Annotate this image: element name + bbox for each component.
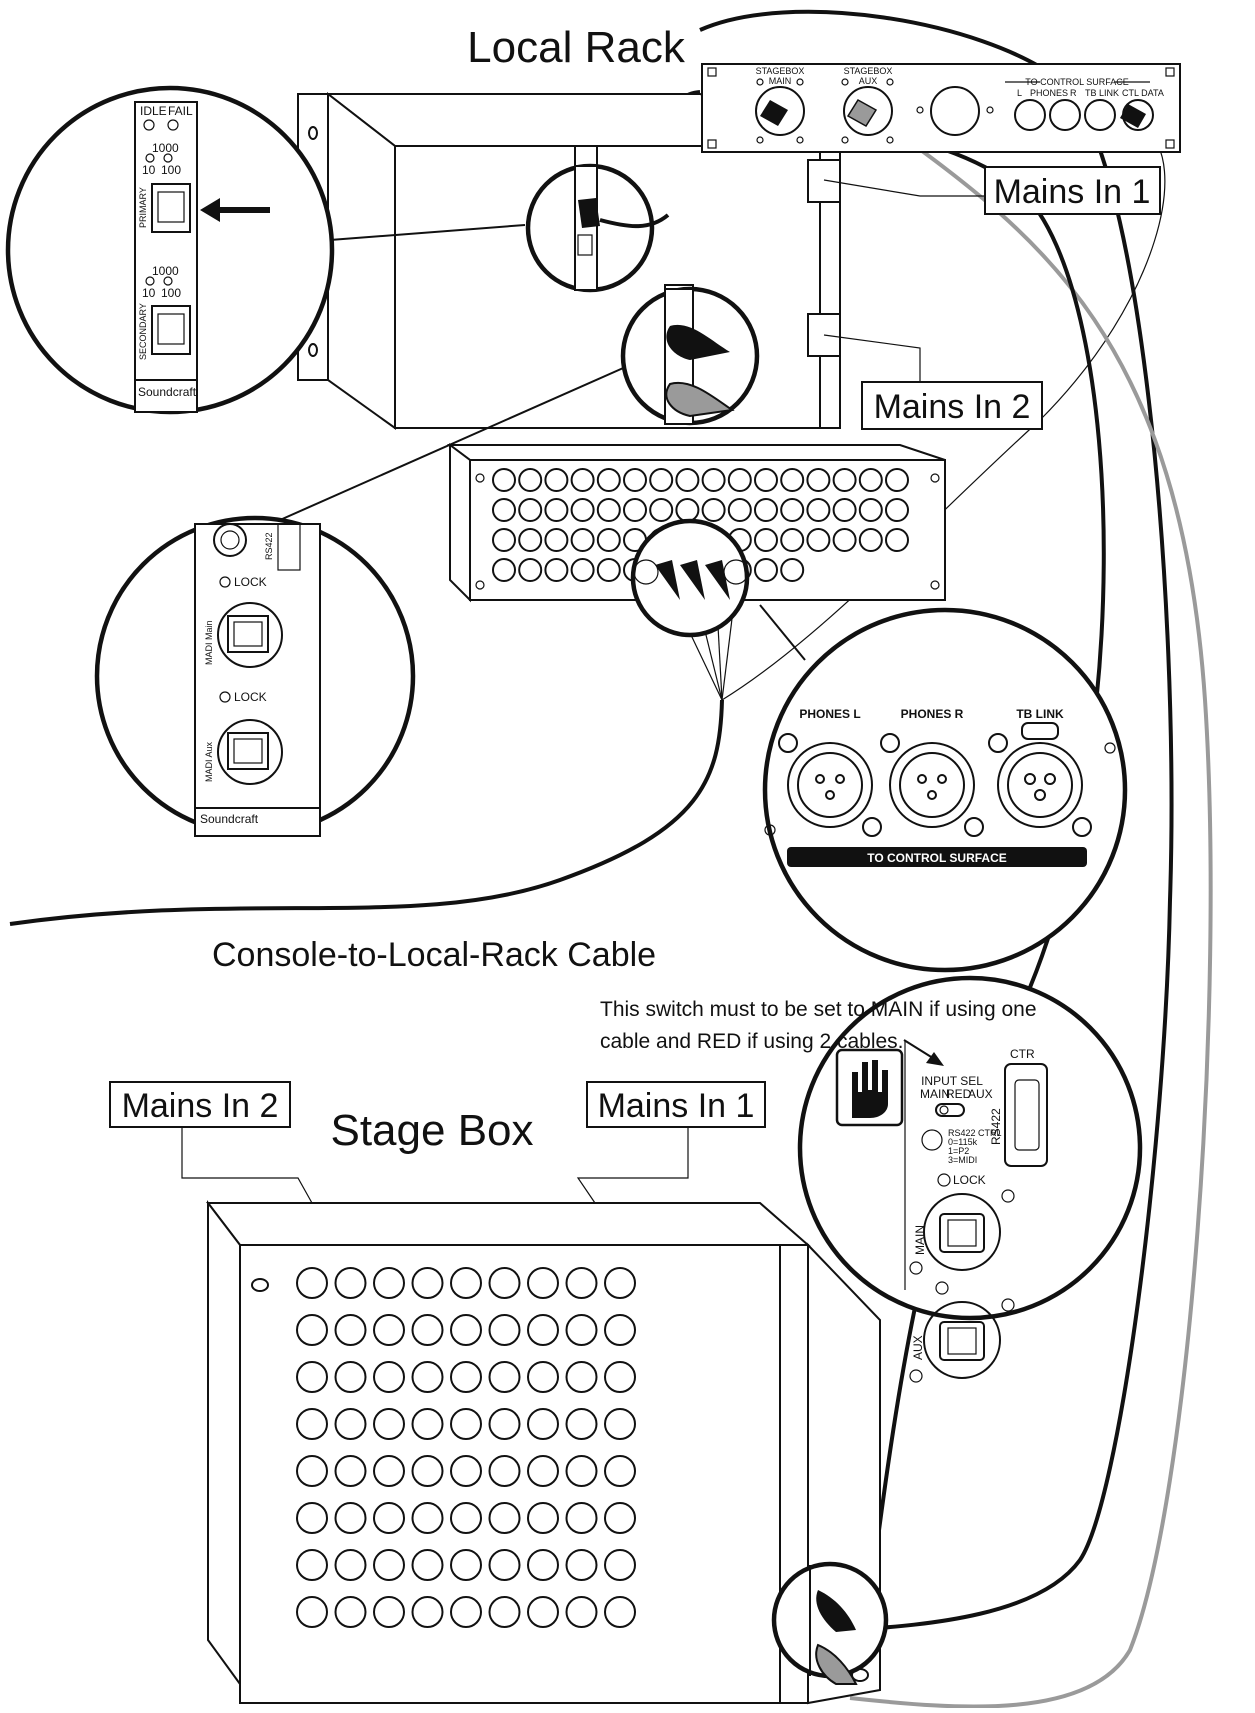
primary-speed-100: 100 <box>161 163 181 177</box>
stagebox-main-sublabel: MAIN <box>769 76 792 86</box>
zoom-madi-card: RS422 LOCK MADI Main LOCK MADI Aux Sound… <box>97 518 413 836</box>
console-cable-label: Console-to-Local-Rack Cable <box>212 936 656 974</box>
secondary-label: SECONDARY <box>138 303 148 360</box>
input-sel-label: INPUT SEL <box>921 1074 983 1088</box>
switch-note-line-2: cable and RED if using 2 cables. <box>600 1030 904 1053</box>
to-control-surface-bar-label: TO CONTROL SURFACE <box>867 851 1007 865</box>
ctrl-partial-label: CTR <box>1010 1047 1035 1061</box>
card-brand: Soundcraft <box>138 385 197 399</box>
stagebox-aux-sublabel: AUX <box>859 76 878 86</box>
rs422-label: RS422 <box>264 532 274 560</box>
primary-speed-10: 10 <box>142 163 156 177</box>
primary-speed-1000: 1000 <box>152 141 179 155</box>
lock-label-main: LOCK <box>234 575 267 589</box>
zoom-local-input-plugs <box>633 521 748 635</box>
zoom-xlr-panel: PHONES L PHONES R TB LINK TO CONTROL SUR… <box>765 610 1125 970</box>
ctl-data-label: CTL DATA <box>1122 88 1164 98</box>
mains-in-1-top-callout: Mains In 1 <box>994 173 1151 211</box>
stage-box-title: Stage Box <box>330 1106 533 1155</box>
mains-in-1-bottom-callout: Mains In 1 <box>598 1087 755 1125</box>
fail-label: FAIL <box>168 104 193 118</box>
mains-in-2-top-callout: Mains In 2 <box>874 388 1031 426</box>
stagebox-aux-label: STAGEBOX <box>844 66 893 76</box>
phones-l-label: L <box>1017 88 1022 98</box>
madi-brand: Soundcraft <box>200 812 259 826</box>
stage-box <box>110 1082 880 1703</box>
secondary-speed-100: 100 <box>161 286 181 300</box>
phones-r-xlr-label: PHONES R <box>901 707 964 721</box>
stage-main-label: MAIN <box>913 1225 927 1255</box>
stagebox-main-label: STAGEBOX <box>756 66 805 76</box>
phones-l-xlr-label: PHONES L <box>799 707 860 721</box>
secondary-speed-1000: 1000 <box>152 264 179 278</box>
mains-in-2-bottom-callout: Mains In 2 <box>122 1087 279 1125</box>
rs422-ctrl-line-3: 3=MIDI <box>948 1155 977 1165</box>
lock-label-aux: LOCK <box>234 690 267 704</box>
input-sel-aux: AUX <box>968 1087 993 1101</box>
phones-r-label: R <box>1070 88 1077 98</box>
stage-aux-label: AUX <box>911 1335 925 1360</box>
switch-note-line-1: This switch must to be set to MAIN if us… <box>600 998 1037 1021</box>
phones-label: PHONES <box>1030 88 1068 98</box>
zoom-network-card: IDLE FAIL 1000 10 100 PRIMARY 1000 10 10… <box>8 88 332 412</box>
rs422-port-label: RS422 <box>989 1108 1003 1145</box>
secondary-speed-10: 10 <box>142 286 156 300</box>
stage-lock-label: LOCK <box>953 1173 986 1187</box>
to-control-surface-label: TO CONTROL SURFACE <box>1025 77 1129 87</box>
tb-link-label: TB LINK <box>1085 88 1119 98</box>
tb-link-xlr-label: TB LINK <box>1016 707 1064 721</box>
local-rack-mains-in-1-socket <box>808 160 840 202</box>
madi-main-label: MADI Main <box>204 620 214 665</box>
primary-label: PRIMARY <box>138 187 148 228</box>
madi-aux-label: MADI Aux <box>204 741 214 782</box>
zoom-local-madi-connectors <box>623 289 757 424</box>
local-rack-title: Local Rack <box>467 23 686 72</box>
idle-label: IDLE <box>140 104 167 118</box>
local-rack-connector-panel: STAGEBOX MAIN STAGEBOX AUX TO CONTROL SU… <box>702 64 1180 152</box>
